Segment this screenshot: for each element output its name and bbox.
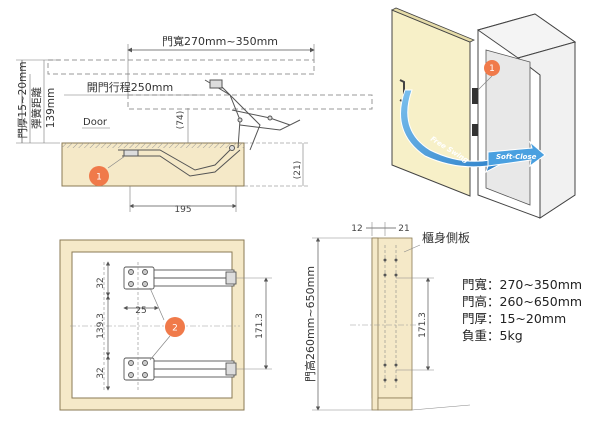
dim-21-label: (21) xyxy=(293,161,303,179)
door-edge xyxy=(62,143,244,148)
floor-line xyxy=(411,404,471,411)
dim-12-label: 12 xyxy=(351,224,362,234)
door-top-edge xyxy=(391,7,475,43)
badge-leader xyxy=(149,335,171,361)
dim-25-label: 25 xyxy=(135,306,146,316)
dim-21-side-label: 21 xyxy=(398,224,409,234)
soft-close-label: Soft-Close xyxy=(496,153,537,161)
dim-74-label: (74) xyxy=(176,111,186,129)
free-swing-arrow xyxy=(400,89,507,174)
callout-badge-1 xyxy=(89,166,109,186)
door-travel-label: 開門行程250mm xyxy=(87,81,173,94)
door-label: Door xyxy=(83,117,108,128)
callout-badge-1-label: 1 xyxy=(96,173,102,183)
door-bottom xyxy=(377,397,413,411)
spec-list: 門寬：270~350mm 門高：260~650mm 門厚：15~20mm 負重：… xyxy=(462,277,582,343)
hinge-bottom xyxy=(472,124,478,136)
side-view: 12 21 171.3 門高260mm~650mm 櫃身側板 xyxy=(303,222,471,411)
door-edge-side xyxy=(371,237,379,411)
label-leader xyxy=(403,244,421,253)
open-door-outline xyxy=(47,59,315,75)
travel-outline xyxy=(127,94,373,110)
callout-badge-2 xyxy=(165,317,185,337)
hinge-arm-top xyxy=(123,266,237,290)
hinge-top xyxy=(472,88,478,104)
cabinet-side-panel-label: 櫃身側板 xyxy=(422,230,470,245)
door-height-label: 門高260mm~650mm xyxy=(303,266,317,382)
dim-32-bottom-label: 32 xyxy=(96,367,106,378)
front-view: 32 139.3 32 25 171.3 2 xyxy=(59,239,272,411)
spec-door-height: 門高：260~650mm xyxy=(462,294,582,309)
spring-distance-value: 139mm xyxy=(45,88,57,129)
spec-door-width: 門寬：270~350mm xyxy=(462,277,582,292)
dim-139-label: 139.3 xyxy=(96,313,106,339)
cabinet-top-board xyxy=(61,142,245,187)
mount-holes xyxy=(383,258,398,382)
top-diagram: 門寬270mm~350mm 門厚15~20mm 彈簧距離 139mm 開門行程2… xyxy=(16,34,373,215)
callout-badge-2-label: 2 xyxy=(172,324,178,334)
door-thickness-label: 門厚15~20mm xyxy=(17,62,29,139)
hinge-mechanism xyxy=(118,79,301,177)
side-panel xyxy=(371,237,413,399)
cabinet-side xyxy=(516,41,576,219)
dim-195-label: 195 xyxy=(174,205,191,215)
spec-load: 負重：5kg xyxy=(462,328,523,343)
hinge-arm-bottom xyxy=(123,357,237,381)
door-width-label: 門寬270mm~350mm xyxy=(162,34,278,48)
dim-171-label: 171.3 xyxy=(255,313,265,339)
badge-leader xyxy=(477,75,493,91)
dim-171-side-label: 171.3 xyxy=(418,312,428,338)
soft-close-arrow xyxy=(487,140,546,168)
spec-door-thickness: 門厚：15~20mm xyxy=(462,311,566,326)
isometric-view: Free Swing Soft-Close 1 xyxy=(391,7,577,219)
dim-32-top-label: 32 xyxy=(96,277,106,288)
badge-leader xyxy=(149,287,165,321)
callout-badge-1-iso-label: 1 xyxy=(489,64,495,74)
spring-distance-label: 彈簧距離 xyxy=(30,87,43,129)
callout-badge-1-iso xyxy=(484,60,500,76)
badge-leader xyxy=(107,155,126,169)
